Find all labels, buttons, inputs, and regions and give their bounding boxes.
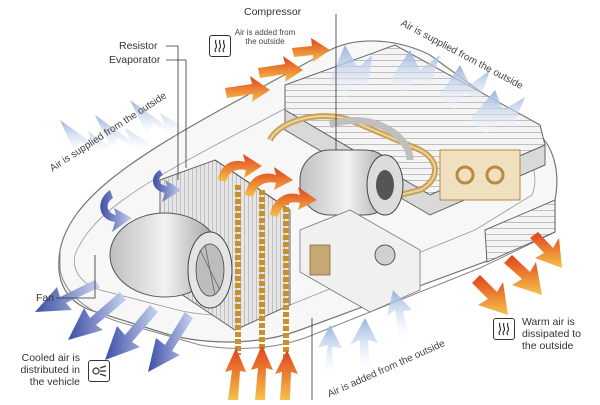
- side-vent: [484, 199, 556, 263]
- cool-arrow-4: [35, 280, 100, 312]
- evaporator-leader: [166, 59, 187, 168]
- cooled-air-arrows: [35, 170, 193, 372]
- outside-air-arrows: [60, 45, 525, 375]
- internal-components: [299, 209, 421, 313]
- fan: [109, 212, 233, 309]
- warm-arrow-bottom-1: [225, 348, 246, 400]
- warm-arrow-curve-1: [218, 154, 262, 182]
- refrigerant-tubing: [267, 113, 521, 208]
- leader-lines: [56, 14, 337, 400]
- warm-air-label: Warm air is dissipated to the outside: [522, 316, 581, 352]
- warm-arrow-right-3: [530, 232, 562, 268]
- resistor-leader: [166, 45, 179, 180]
- fan-label: Fan: [36, 292, 55, 304]
- air-added-outside-top-label: Air is added from the outside: [234, 28, 296, 46]
- air-arrow-top-1: [390, 50, 440, 95]
- warm-arrow-top-1: [225, 76, 270, 102]
- cool-arrow-2: [105, 305, 158, 360]
- warm-arrow-top-3: [292, 38, 330, 62]
- warm-air-arrows: [218, 38, 562, 400]
- heat-waves-icon-top: [209, 35, 231, 57]
- resistor-coils: [235, 185, 289, 365]
- heat-waves-icon-bottom: [493, 318, 515, 340]
- evaporator-label: Evaporator: [109, 54, 161, 66]
- cool-arrow-3: [148, 312, 193, 372]
- compressor-label: Compressor: [244, 6, 302, 18]
- resistor-label: Resistor: [119, 40, 158, 52]
- air-arrow-left-2: [130, 100, 185, 137]
- air-arrow-top-4: [330, 45, 372, 100]
- warm-arrow-right-1: [504, 255, 542, 295]
- air-arrow-bottom-2: [350, 318, 378, 372]
- air-arrow-bottom-1: [318, 325, 342, 375]
- cooled-air-label: Cooled air is distributed in the vehicle: [20, 352, 80, 388]
- air-arrow-left-1: [95, 115, 150, 152]
- air-arrow-top-2: [440, 65, 490, 110]
- air-arrow-left-3: [60, 120, 110, 155]
- cool-swirl-1: [100, 190, 132, 232]
- compressor: [299, 149, 404, 216]
- air-arrow-top-3: [470, 90, 525, 135]
- warm-arrow-bottom-3: [275, 350, 298, 400]
- fan-leader: [56, 255, 96, 299]
- warm-arrow-top-2: [258, 56, 303, 82]
- cool-swirl-2: [153, 170, 182, 202]
- cool-arrow-1: [68, 292, 126, 340]
- cold-air-icon: [88, 360, 110, 382]
- warm-arrow-bottom-2: [251, 345, 273, 400]
- warm-arrow-right-2: [472, 275, 508, 315]
- warm-arrow-curve-3: [270, 187, 317, 217]
- air-arrow-bottom-3: [387, 290, 412, 340]
- warm-arrow-curve-2: [245, 167, 293, 197]
